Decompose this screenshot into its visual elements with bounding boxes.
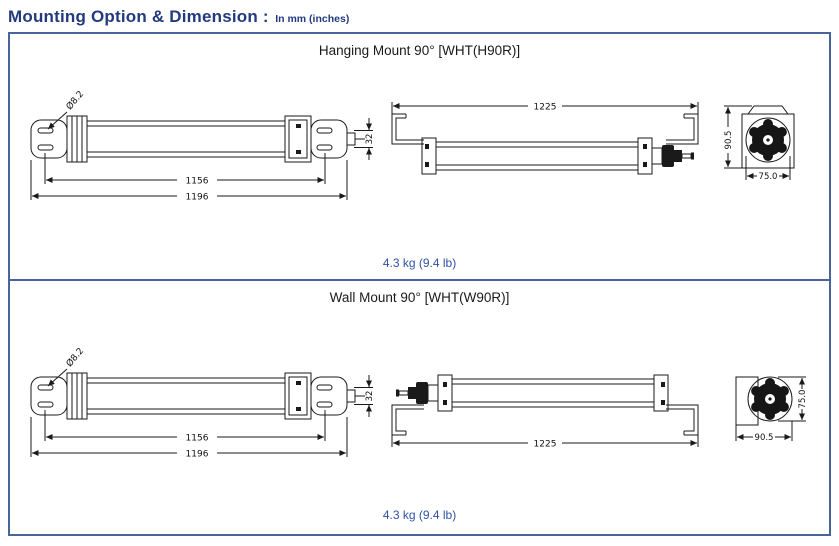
dim-body-length: 1156 xyxy=(186,434,209,444)
dim-end-height: 90.5 xyxy=(724,131,734,150)
page-title-text: Mounting Option & Dimension : xyxy=(8,7,269,26)
dim-slot-spacing: 32 xyxy=(365,134,375,145)
weight-label-wall: 4.3 kg (9.4 lb) xyxy=(382,508,457,522)
dim-bracket-span: 1225 xyxy=(533,103,556,113)
dim-hole-diameter: Ø8.2 xyxy=(64,346,86,369)
dim-end-width: 75.0 xyxy=(798,390,808,409)
front-view-drawing-wall: Ø8.2 1156 1196 32 xyxy=(17,346,375,460)
dim-end-width: 75.0 xyxy=(759,172,778,182)
dim-body-length: 1156 xyxy=(186,177,209,187)
drawings-row-wall: Ø8.2 1156 1196 32 1225 75.0 90.5 xyxy=(10,305,829,471)
side-view-drawing-wall: 1225 xyxy=(380,361,710,450)
page-title-units: In mm (inches) xyxy=(275,13,350,25)
panel-hanging-mount: Hanging Mount 90° [WHT(H90R)] Ø8.2 1156 … xyxy=(8,32,831,281)
dim-overall-length: 1196 xyxy=(186,450,209,460)
dim-end-height: 90.5 xyxy=(755,433,774,443)
side-view-drawing-hanging: 1225 xyxy=(380,98,710,188)
front-view-drawing-hanging: Ø8.2 1156 1196 32 xyxy=(17,89,375,203)
dim-bracket-span: 1225 xyxy=(533,440,556,450)
dim-hole-diameter: Ø8.2 xyxy=(64,89,86,112)
drawings-row-hanging: Ø8.2 1156 1196 32 1225 90.5 75.0 xyxy=(10,58,829,214)
end-view-drawing-wall: 75.0 90.5 xyxy=(712,355,808,443)
panel-wall-mount: Wall Mount 90° [WHT(W90R)] Ø8.2 1156 119… xyxy=(8,279,831,536)
panel-header-wall: Wall Mount 90° [WHT(W90R)] xyxy=(329,290,510,305)
page-title: Mounting Option & Dimension : In mm (inc… xyxy=(0,0,839,32)
panel-header-hanging: Hanging Mount 90° [WHT(H90R)] xyxy=(318,43,521,58)
dim-overall-length: 1196 xyxy=(186,193,209,203)
end-view-drawing-hanging: 90.5 75.0 xyxy=(712,94,822,182)
weight-label-hanging: 4.3 kg (9.4 lb) xyxy=(382,256,457,270)
dim-slot-spacing: 32 xyxy=(365,391,375,402)
